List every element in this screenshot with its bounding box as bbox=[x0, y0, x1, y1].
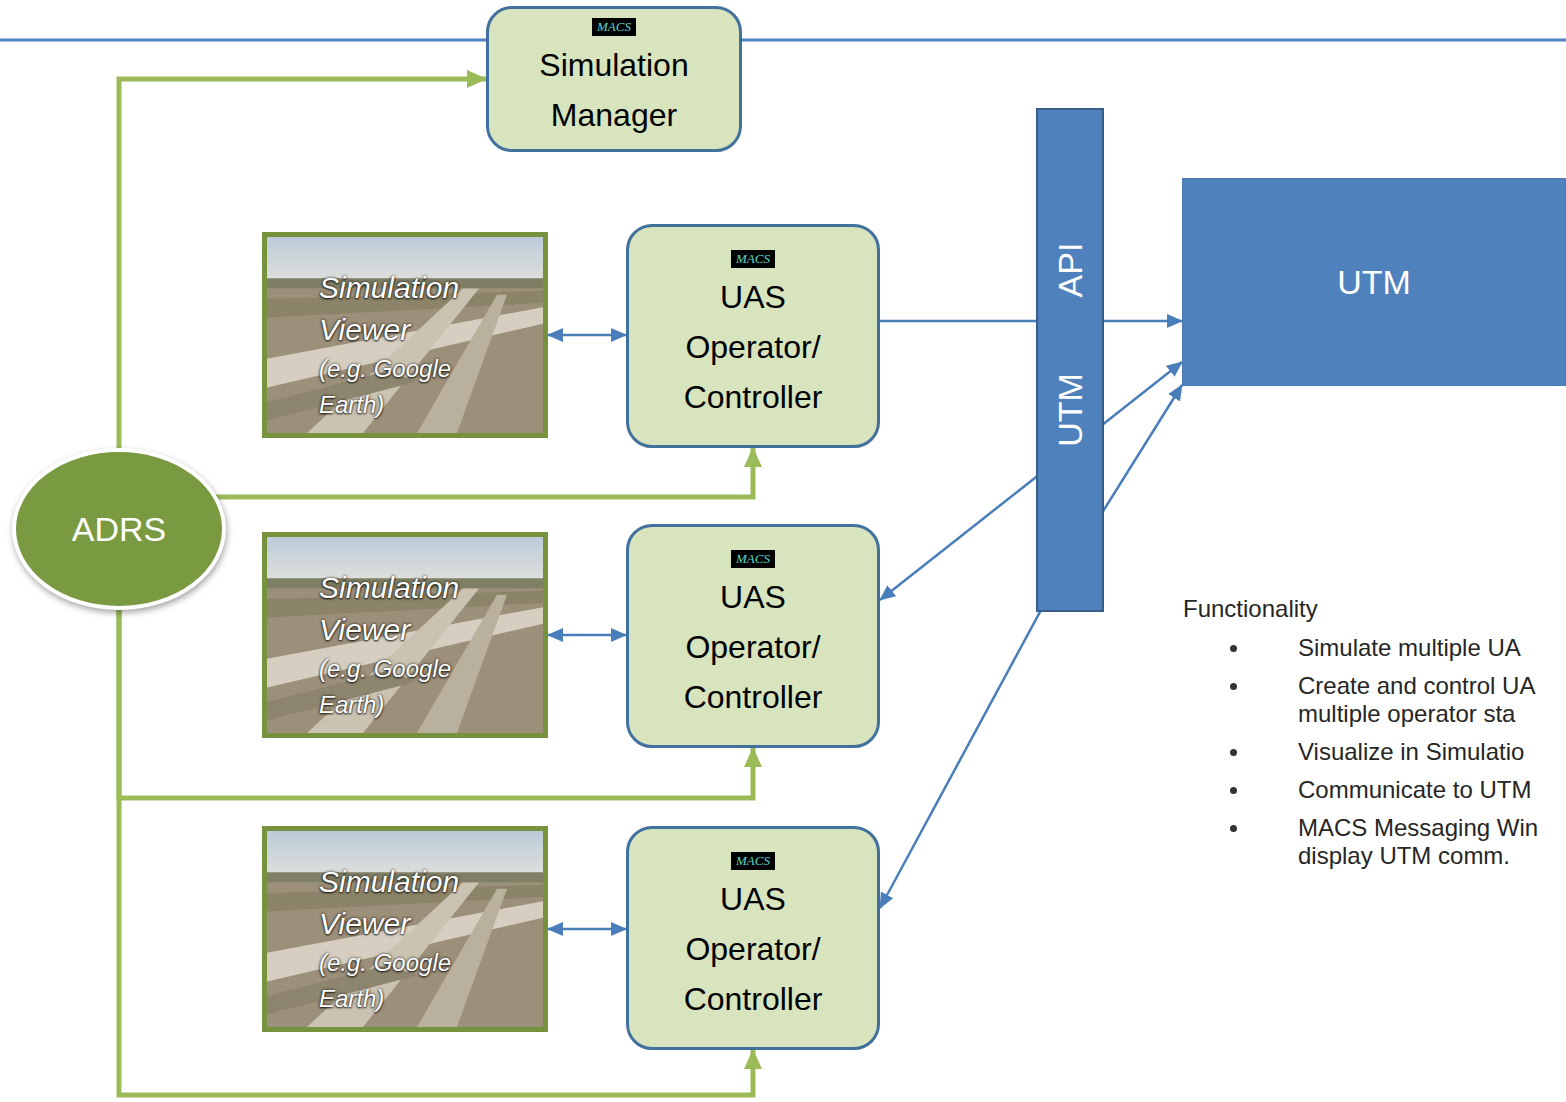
bullet-dot bbox=[1230, 645, 1237, 652]
logo-text: MACS bbox=[731, 250, 775, 268]
viewer-panel: Simulation Viewer(e.g. Google Earth) bbox=[262, 532, 548, 738]
ellipse-label: ADRS bbox=[72, 509, 166, 549]
bullet-dot bbox=[1230, 787, 1237, 794]
process-box: MACS UAS Operator/ Controller bbox=[626, 224, 880, 448]
message-arrow bbox=[548, 334, 626, 337]
bullet-item: Simulate multiple UA bbox=[1183, 634, 1566, 662]
viewer-note: (e.g. Google Earth) bbox=[319, 651, 509, 723]
viewer-note: (e.g. Google Earth) bbox=[319, 945, 509, 1017]
bullet-dot bbox=[1230, 749, 1237, 756]
system-box: UTM bbox=[1182, 178, 1566, 386]
api-bar: UTM API bbox=[1036, 108, 1104, 612]
bullet-item: Visualize in Simulatio bbox=[1183, 738, 1566, 766]
data-feed-arrow bbox=[213, 448, 753, 497]
notes-heading: Functionality bbox=[1183, 592, 1566, 626]
bullet-text: MACS Messaging Win display UTM comm. bbox=[1298, 814, 1560, 870]
bullet-text: Visualize in Simulatio bbox=[1298, 738, 1560, 766]
header-rule bbox=[0, 39, 1566, 42]
bullet-text: Communicate to UTM bbox=[1298, 776, 1560, 804]
logo-text: MACS bbox=[731, 550, 775, 568]
photo-image bbox=[267, 237, 543, 433]
viewer-note: (e.g. Google Earth) bbox=[319, 351, 509, 423]
box-label: Simulation Manager bbox=[524, 40, 704, 140]
bullet-text: Simulate multiple UA bbox=[1298, 634, 1560, 662]
viewer-title: Simulation Viewer bbox=[319, 861, 509, 945]
logo-text: MACS bbox=[731, 852, 775, 870]
message-arrow bbox=[548, 928, 626, 931]
box-label: UAS Operator/ Controller bbox=[663, 272, 843, 422]
source-ellipse: ADRS bbox=[10, 446, 228, 612]
bullet-item: MACS Messaging Win display UTM comm. bbox=[1183, 814, 1566, 870]
process-box: MACS Simulation Manager bbox=[486, 6, 742, 152]
bullet-dot bbox=[1230, 825, 1237, 832]
bullet-item: Communicate to UTM bbox=[1183, 776, 1566, 804]
functionality-notes: FunctionalitySimulate multiple UA Create … bbox=[1183, 592, 1566, 880]
viewer-title: Simulation Viewer bbox=[319, 567, 509, 651]
viewer-panel: Simulation Viewer(e.g. Google Earth) bbox=[262, 826, 548, 1032]
photo-image bbox=[267, 831, 543, 1027]
box-label: UAS Operator/ Controller bbox=[663, 572, 843, 722]
process-box: MACS UAS Operator/ Controller bbox=[626, 524, 880, 748]
message-arrow bbox=[880, 362, 1182, 600]
photo-image bbox=[267, 537, 543, 733]
ellipse-shape bbox=[14, 450, 224, 608]
message-arrow bbox=[880, 320, 1182, 323]
message-arrow bbox=[880, 385, 1182, 908]
box-label: UAS Operator/ Controller bbox=[663, 874, 843, 1024]
message-arrow bbox=[548, 634, 626, 637]
box-label: UTM bbox=[1337, 262, 1411, 302]
bar-label: UTM bbox=[1050, 373, 1090, 447]
viewer-panel: Simulation Viewer(e.g. Google Earth) bbox=[262, 232, 548, 438]
viewer-title: Simulation Viewer bbox=[319, 267, 509, 351]
bullet-dot bbox=[1230, 683, 1237, 690]
bullet-text: Create and control UA multiple operator … bbox=[1298, 672, 1560, 728]
process-box: MACS UAS Operator/ Controller bbox=[626, 826, 880, 1050]
logo-text: MACS bbox=[592, 18, 636, 36]
bullet-item: Create and control UA multiple operator … bbox=[1183, 672, 1566, 728]
bar-label: API bbox=[1050, 243, 1090, 298]
